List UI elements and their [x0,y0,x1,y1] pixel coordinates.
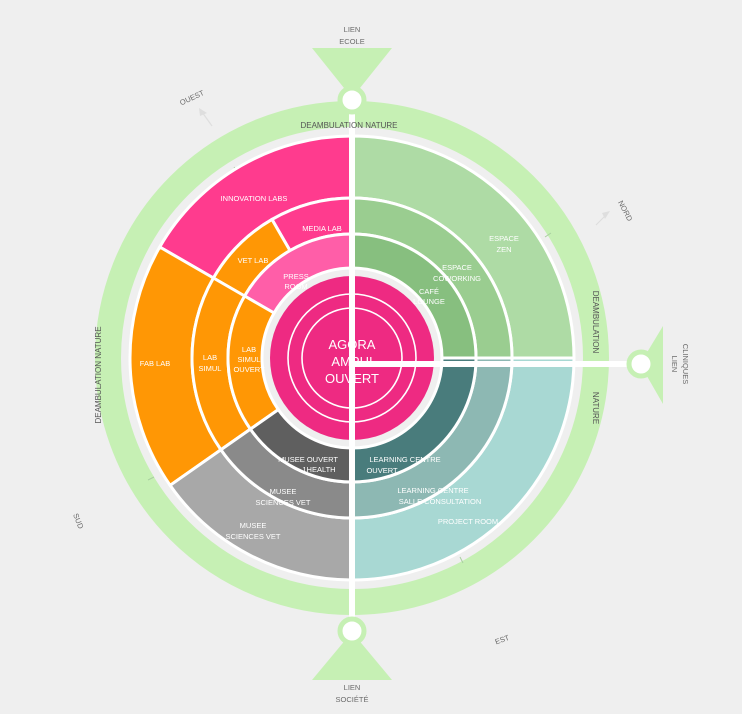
center-label-2: AMPHI [331,354,372,369]
zone-label-learning-ouvert-2: OUVERT [366,466,398,475]
ring-label-right-2: NATURE [591,392,600,424]
connector-top-label-1: LIEN [344,25,361,34]
connector-right-node[interactable] [626,349,656,379]
ring-label-top: DEAMBULATION NATURE [300,121,397,130]
center-label-3: OUVERT [325,371,379,386]
zone-label-lab-simul-ouvert-1: LAB [242,345,256,354]
zone-label-learning-salle-1: LEARNING CENTRE [397,486,468,495]
zone-label-espace-coworking-2: COWORKING [433,274,481,283]
direction-est: EST [494,633,511,647]
connector-bottom-triangle [312,632,392,680]
zone-label-press-room-1: PRESS [283,272,308,281]
zone-label-vet-lab: VET LAB [238,256,269,265]
zone-label-fab-lab: FAB LAB [140,359,170,368]
zone-label-lab-simul-2: SIMUL [199,364,222,373]
sector-group [128,134,576,582]
zone-label-press-room-2: ROOM [284,282,307,291]
zone-label-espace-zen-1: ESPACE [489,234,519,243]
axes [349,100,640,630]
zone-label-lab-simul-ouvert-2: SIMUL [238,355,261,364]
connector-bottom-label-2: SOCIÉTÉ [336,695,369,704]
center-label-1: AGORA [329,337,376,352]
zone-label-project-room: PROJECT ROOM [438,517,498,526]
connector-right-label-2: CLINIQUES [681,344,690,384]
zone-label-innovation-labs: INNOVATION LABS [221,194,288,203]
zone-label-musee-sciences-outer-2: SCIENCES VET [225,532,280,541]
zone-label-musee-ouvert-1: MUSEE OUVERT [278,455,338,464]
connector-bottom-label-1: LIEN [344,683,361,692]
zone-label-cafe-lounge-2: LOUNGE [413,297,445,306]
zone-label-musee-sciences-inner-2: SCIENCES VET [255,498,310,507]
direction-sud: SUD [71,512,85,531]
zone-label-cafe-lounge-1: CAFÉ [419,287,439,296]
zone-label-espace-zen-2: ZEN [497,245,512,254]
zone-label-musee-sciences-inner-1: MUSEE [270,487,297,496]
zone-label-lab-simul-ouvert-3: OUVERT [233,365,265,374]
sector-musee-ouvert[interactable] [248,407,354,484]
connector-right-label-1: LIEN [670,356,679,373]
zone-label-lab-simul-1: LAB [203,353,217,362]
sector-lab-simul-ouvert[interactable] [226,293,281,432]
zone-label-musee-ouvert-2: 1HEALTH [302,465,335,474]
zone-label-musee-sciences-outer-1: MUSEE [240,521,267,530]
connector-top-node[interactable] [337,85,367,115]
connector-top-triangle [312,48,392,98]
zone-label-media-lab: MEDIA LAB [302,224,342,233]
zone-label-learning-ouvert-1: LEARNING CENTRE [369,455,440,464]
direction-arrows [199,108,610,226]
direction-nord: NORD [616,199,635,223]
zone-label-espace-coworking-1: ESPACE [442,263,472,272]
zone-label-learning-salle-2: SALLE CONSULTATION [399,497,482,506]
ring-label-left: DEAMBULATION NATURE [94,326,103,423]
direction-ouest: OUEST [178,88,206,107]
connector-top-label-2: ECOLE [339,37,364,46]
connector-bottom-node[interactable] [337,616,367,646]
ring-label-right-1: DEAMBULATION [591,291,600,354]
